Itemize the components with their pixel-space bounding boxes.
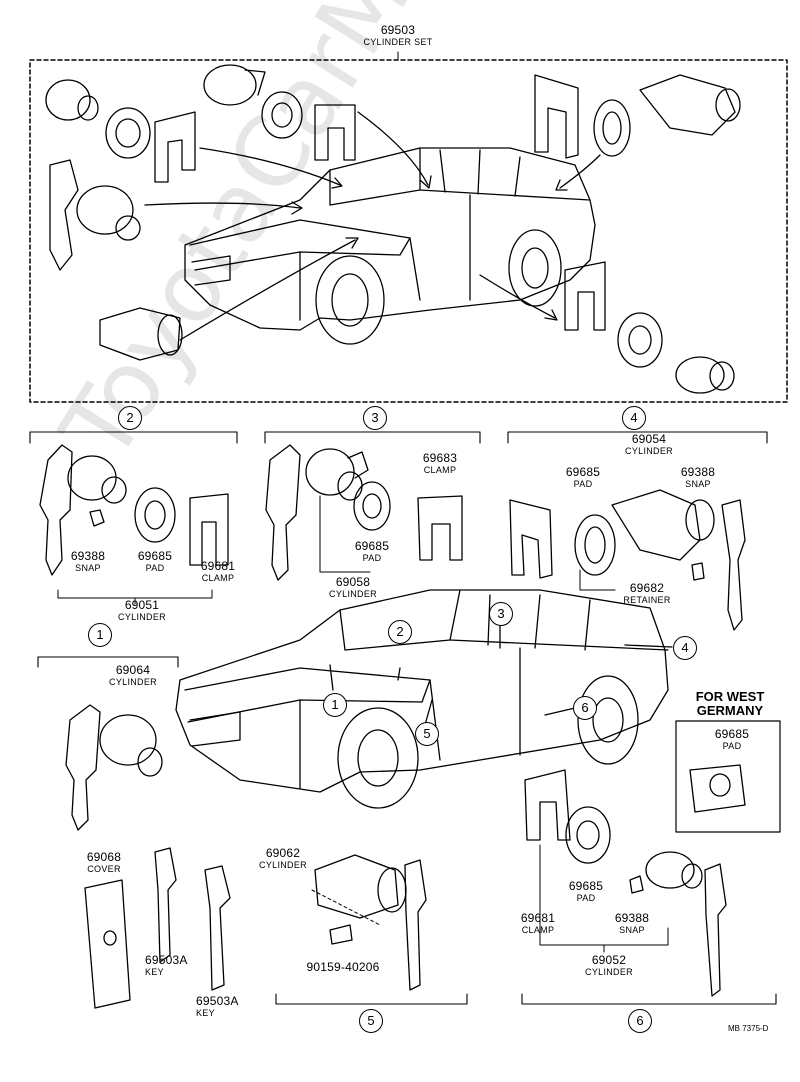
part-no: 69388 bbox=[614, 911, 650, 925]
part-name: KEY bbox=[145, 967, 164, 977]
footer-code: MB 7375-D bbox=[728, 1024, 769, 1033]
part-no: 69052 bbox=[591, 953, 627, 967]
cylinder-set-name: CYLINDER SET bbox=[363, 37, 433, 47]
top-arrows bbox=[144, 111, 601, 341]
cylinder-set-frame bbox=[29, 59, 788, 403]
car-callout-5: 5 bbox=[415, 722, 439, 746]
part-no: 69681 bbox=[200, 559, 236, 573]
section-6-parts bbox=[524, 769, 727, 997]
part-no: 69503A bbox=[196, 994, 239, 1008]
part-name: CYLINDER bbox=[585, 967, 633, 977]
car-callout-4: 4 bbox=[673, 636, 697, 660]
part-no: 69503A bbox=[145, 953, 188, 967]
part-no: 69388 bbox=[70, 549, 106, 563]
part-name: SNAP bbox=[75, 563, 101, 573]
part-no: 90159-40206 bbox=[306, 960, 380, 974]
part-name: SNAP bbox=[619, 925, 645, 935]
part-no: 69682 bbox=[629, 581, 665, 595]
part-no: 69051 bbox=[124, 598, 160, 612]
part-name: PAD bbox=[576, 893, 596, 903]
part-name: CYLINDER bbox=[259, 860, 307, 870]
main-car-outline bbox=[175, 589, 673, 809]
cylinder-set-label: 69503 CYLINDER SET bbox=[350, 23, 446, 48]
part-name: CLAMP bbox=[201, 573, 235, 583]
part-no: 69064 bbox=[115, 663, 151, 677]
west-germany-frame bbox=[675, 720, 781, 833]
part-name: PAD bbox=[145, 563, 165, 573]
part-no: 69685 bbox=[565, 465, 601, 479]
section-marker-5: 5 bbox=[359, 1009, 383, 1033]
cover-and-keys bbox=[84, 847, 231, 1009]
s5-screw-label: 90159-40206 bbox=[296, 961, 390, 974]
part-name: PAD bbox=[722, 741, 742, 751]
section-marker-4: 4 bbox=[622, 406, 646, 430]
part-name: CYLINDER bbox=[329, 589, 377, 599]
part-no: 69388 bbox=[680, 465, 716, 479]
section-marker-2: 2 bbox=[118, 406, 142, 430]
part-no: 69685 bbox=[137, 549, 173, 563]
top-car-outline bbox=[184, 147, 596, 345]
car-callout-6: 6 bbox=[573, 696, 597, 720]
part-name: KEY bbox=[196, 1008, 215, 1018]
part-no: 69685 bbox=[568, 879, 604, 893]
section-2-parts bbox=[39, 444, 229, 605]
section-marker-1: 1 bbox=[88, 623, 112, 647]
car-callout-1: 1 bbox=[323, 693, 347, 717]
part-name: RETAINER bbox=[623, 595, 671, 605]
part-no: 69058 bbox=[335, 575, 371, 589]
section-marker-6: 6 bbox=[628, 1009, 652, 1033]
part-no: 69683 bbox=[422, 451, 458, 465]
car-callout-2: 2 bbox=[388, 620, 412, 644]
part-name: SNAP bbox=[685, 479, 711, 489]
top-set-parts bbox=[45, 64, 741, 394]
part-name: CYLINDER bbox=[118, 612, 166, 622]
part-no: 69054 bbox=[631, 432, 667, 446]
part-name: CYLINDER bbox=[109, 677, 157, 687]
part-no: 69681 bbox=[520, 911, 556, 925]
section-5-parts bbox=[311, 854, 427, 991]
cylinder-set-part-no: 69503 bbox=[380, 23, 416, 37]
west-germany-note: FOR WEST GERMANY bbox=[695, 689, 765, 718]
section-1-parts bbox=[65, 704, 163, 831]
section-marker-3: 3 bbox=[363, 406, 387, 430]
part-no: 69068 bbox=[86, 850, 122, 864]
part-name: CLAMP bbox=[521, 925, 555, 935]
part-name: PAD bbox=[573, 479, 593, 489]
part-no: 69685 bbox=[714, 727, 750, 741]
part-no: 69062 bbox=[265, 846, 301, 860]
part-name: CYLINDER bbox=[625, 446, 673, 456]
section-4-parts bbox=[509, 489, 746, 631]
car-callout-3: 3 bbox=[489, 602, 513, 626]
section-3-parts bbox=[265, 444, 463, 581]
part-name: CLAMP bbox=[423, 465, 457, 475]
part-no: 69685 bbox=[354, 539, 390, 553]
part-name: COVER bbox=[87, 864, 121, 874]
part-name: PAD bbox=[362, 553, 382, 563]
